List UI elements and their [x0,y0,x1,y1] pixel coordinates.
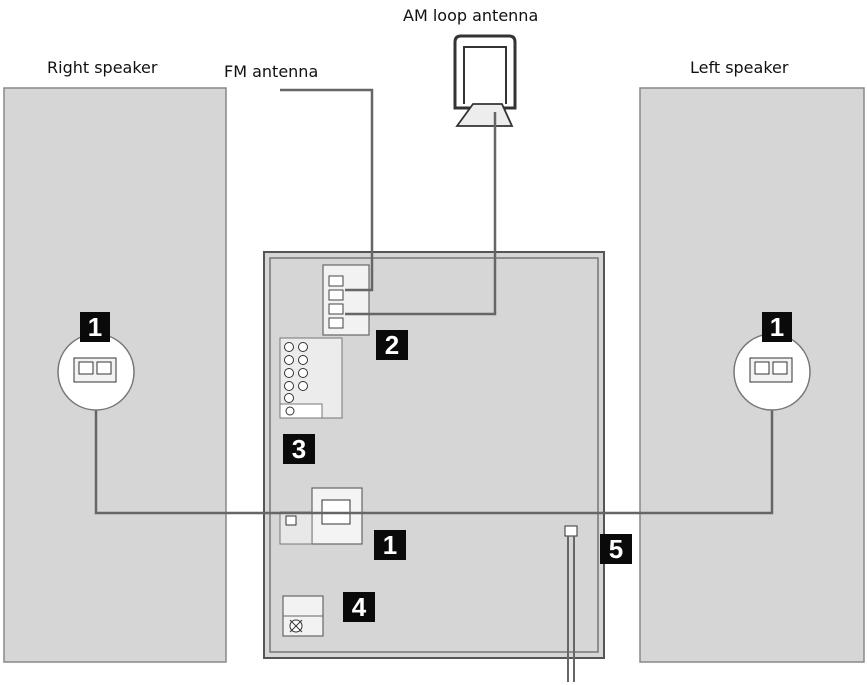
speaker-cable [94,385,774,515]
audio-jack-panel [279,337,343,419]
callout-badge-4: 4 [343,592,375,622]
main-unit-back-panel [263,251,605,659]
right-speaker-terminal [57,333,135,411]
fm-antenna-label: FM antenna [224,62,319,81]
main-unit-inner-frame [269,257,599,653]
am-loop-antenna [345,34,517,316]
callout-badge-2: 2 [376,330,408,360]
power-cord [567,536,575,682]
right-speaker-label: Right speaker [47,58,158,77]
callout-badge-1-left: 1 [762,312,792,342]
left-speaker-terminal [733,333,811,411]
antenna-terminal [322,264,370,336]
power-socket [564,525,578,537]
callout-badge-3: 3 [283,434,315,464]
am-loop-antenna-label: AM loop antenna [403,6,539,25]
callout-badge-1-right: 1 [80,312,110,342]
fm-antenna-wire [280,88,374,292]
voltage-selector [282,595,324,637]
callout-badge-5: 5 [600,534,632,564]
unit-speaker-terminal [279,487,363,545]
callout-badge-1-unit: 1 [374,530,406,560]
left-speaker-label: Left speaker [690,58,789,77]
